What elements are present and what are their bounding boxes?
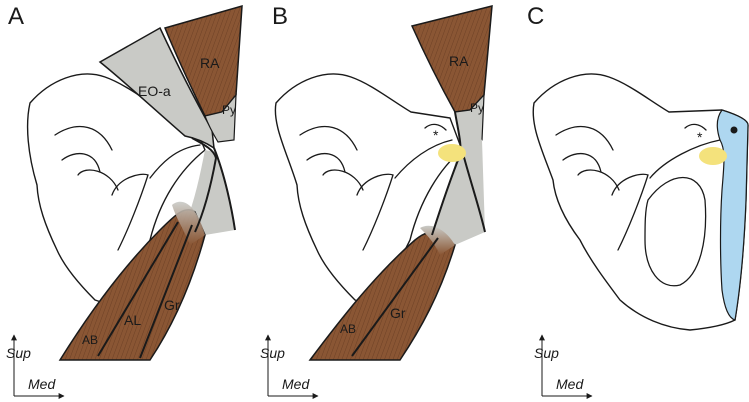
panel-b-yellow-marker bbox=[438, 144, 466, 162]
panel-c-asterisk: * bbox=[697, 129, 703, 145]
panel-b-orientation-axes: Sup Med bbox=[260, 334, 319, 399]
panel-a-linea-edge bbox=[213, 147, 236, 231]
panel-a-divider-al-gr bbox=[139, 224, 193, 359]
panel-b-divider-ab-gr bbox=[351, 237, 439, 357]
panel-b-aponeurosis bbox=[430, 112, 485, 245]
panel-a-label-eoa: EO-a bbox=[138, 83, 171, 99]
panel-a-pyramidalis bbox=[204, 93, 237, 143]
panel-b-axis-sup: Sup bbox=[260, 345, 285, 361]
panel-b-label-ab: AB bbox=[340, 322, 356, 336]
panel-c-orientation-axes: Sup Med bbox=[534, 334, 593, 399]
panel-c-pelvis bbox=[532, 73, 749, 331]
panel-b-letter: B bbox=[272, 3, 288, 30]
panel-a-medial-edge bbox=[191, 137, 218, 233]
panel-c-blue-region bbox=[716, 109, 749, 321]
panel-c: C * Sup Med bbox=[527, 3, 749, 399]
panel-a-label-ra: RA bbox=[200, 55, 220, 71]
panel-a-orientation-axes: Sup Med bbox=[6, 334, 65, 399]
panel-b-asterisk: * bbox=[433, 127, 439, 143]
panel-a-letter: A bbox=[8, 3, 24, 30]
panel-a-label-al: AL bbox=[124, 312, 141, 328]
panel-c-axis-sup: Sup bbox=[534, 345, 559, 361]
panel-a-axis-med: Med bbox=[28, 376, 56, 392]
panel-a-eo-aponeurosis bbox=[98, 26, 215, 150]
panel-a-fade bbox=[172, 201, 205, 245]
panel-c-yellow-marker bbox=[699, 147, 727, 165]
panel-a-label-py: Py bbox=[222, 103, 236, 117]
panel-b-linea-edge bbox=[461, 149, 486, 233]
panel-c-letter: C bbox=[527, 3, 544, 30]
panel-c-dot bbox=[730, 126, 738, 134]
panel-a-axis-sup: Sup bbox=[6, 345, 31, 361]
panel-a-label-gr: Gr bbox=[164, 297, 180, 313]
panel-c-axis-med: Med bbox=[556, 376, 584, 392]
panel-b-label-py: Py bbox=[470, 101, 484, 115]
panel-b-label-gr: Gr bbox=[390, 305, 406, 321]
panel-a-label-ab: AB bbox=[82, 333, 98, 347]
panel-a-divider-ab-al bbox=[97, 221, 179, 357]
panel-a: A RA EO-a Py AB AL Gr bbox=[6, 3, 243, 399]
panel-b: B * RA Py AB Gr Sup bbox=[260, 3, 493, 399]
panel-b-label-ra: RA bbox=[449, 53, 469, 69]
panel-b-axis-med: Med bbox=[282, 376, 310, 392]
